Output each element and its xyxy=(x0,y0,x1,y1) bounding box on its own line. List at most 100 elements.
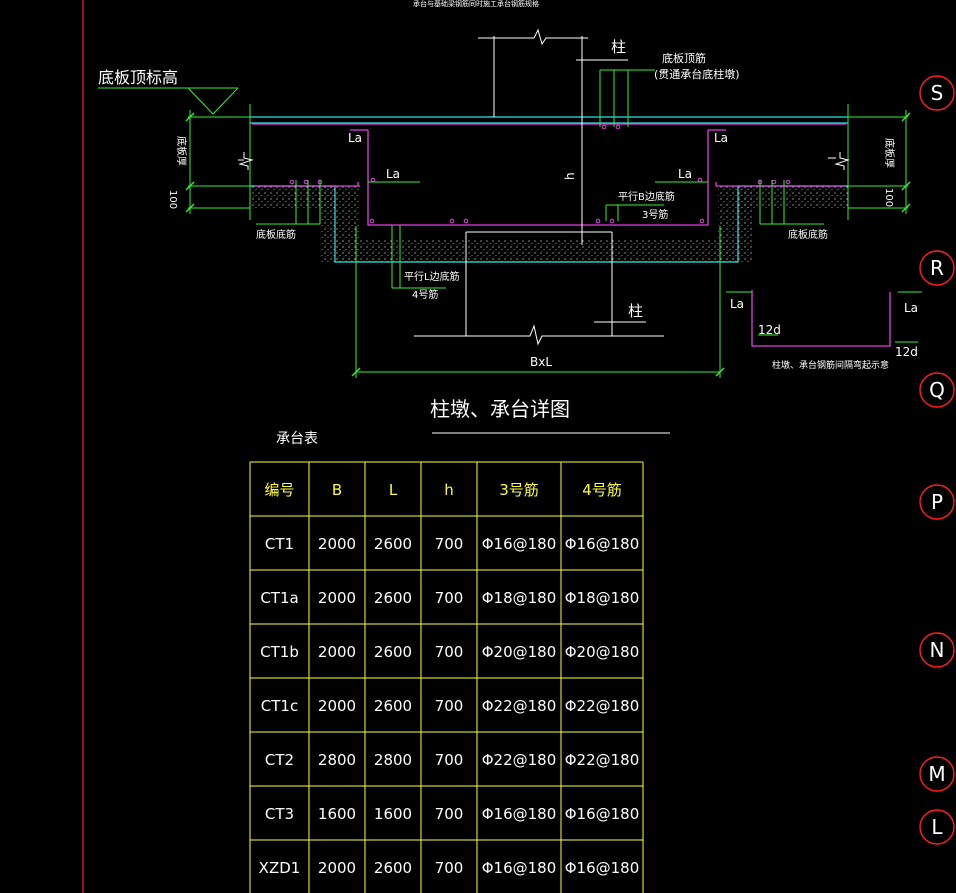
rebar-no3-label: 3号筋 xyxy=(642,208,668,221)
hook-anchorage-right: La xyxy=(904,301,918,315)
table-cell: 2000 xyxy=(318,535,356,553)
axis-label: R xyxy=(930,256,944,280)
table-cell: CT2 xyxy=(265,751,294,769)
table-cell: Φ22@180 xyxy=(565,697,640,715)
axis-bubble-m: M xyxy=(919,756,955,792)
concrete-fill xyxy=(250,186,848,262)
slab-bottom-rebar-right: 底板底筋 xyxy=(788,228,828,241)
table-header-cell: 编号 xyxy=(264,481,294,499)
table-cell: 700 xyxy=(435,805,464,823)
anchorage-label: La xyxy=(386,167,400,181)
table-cell: 1600 xyxy=(374,805,412,823)
hook-detail-rebar xyxy=(751,290,891,347)
slab-thickness-label-left: 底板厚 xyxy=(175,136,188,166)
column-lines xyxy=(238,28,850,346)
axis-circle xyxy=(919,809,955,845)
table-header-cell: 4号筋 xyxy=(582,481,622,499)
axis-bubble-r: R xyxy=(919,250,955,286)
axis-circle xyxy=(919,632,955,668)
table-cell: 2600 xyxy=(374,859,412,877)
table-cell: Φ20@180 xyxy=(482,643,557,661)
hook-12d-right: 12d xyxy=(895,345,918,359)
table-cell: 700 xyxy=(435,643,464,661)
axis-label: Q xyxy=(929,378,945,402)
slab-top-rebar-note: (贯通承台底柱墩) xyxy=(654,67,740,81)
detail-title: 柱墩、承台详图 xyxy=(430,397,570,421)
table-cell: 2600 xyxy=(374,697,412,715)
table-cell: CT1a xyxy=(260,589,298,607)
table-cell: 2600 xyxy=(374,589,412,607)
axis-label: S xyxy=(931,81,944,105)
anchorage-label: La xyxy=(348,131,362,145)
hook-anchorage-left: La xyxy=(730,297,744,311)
axis-circle xyxy=(919,756,955,792)
table-cell: 1600 xyxy=(318,805,356,823)
table-cell: Φ16@180 xyxy=(482,535,557,553)
table-cell: 2600 xyxy=(374,643,412,661)
table-cell: 700 xyxy=(435,751,464,769)
anchorage-label: La xyxy=(678,167,692,181)
column-label-top: 柱 xyxy=(611,38,626,56)
axis-circle xyxy=(919,250,955,286)
dimension-lines xyxy=(98,69,922,378)
rebar-b-parallel-label: 平行B边底筋 xyxy=(618,190,675,203)
table-cell: CT1c xyxy=(261,697,298,715)
table-cell: Φ16@180 xyxy=(482,859,557,877)
rebar-no4-label: 4号筋 xyxy=(412,288,438,301)
table-cell: 2000 xyxy=(318,697,356,715)
table-cell: Φ16@180 xyxy=(565,805,640,823)
hook-note: 柱墩、承台钢筋间隔弯起示意 xyxy=(772,359,889,371)
axis-bubble-q: Q xyxy=(919,372,955,408)
dim-bxl-label: BxL xyxy=(530,355,552,369)
table-cell: 2800 xyxy=(318,751,356,769)
axis-circle xyxy=(919,75,955,111)
axis-label: P xyxy=(931,490,943,514)
axis-label: N xyxy=(930,638,945,662)
table-cell: Φ22@180 xyxy=(565,751,640,769)
table-cell: 2000 xyxy=(318,589,356,607)
axis-circle xyxy=(919,372,955,408)
table-cell: Φ16@180 xyxy=(565,859,640,877)
axis-bubble-n: N xyxy=(919,632,955,668)
table-cell: Φ22@180 xyxy=(482,697,557,715)
axis-bubble-p: P xyxy=(919,484,955,520)
axis-label: L xyxy=(931,815,943,839)
table-cell: 2000 xyxy=(318,859,356,877)
height-label: h xyxy=(563,172,577,180)
table-cell: Φ16@180 xyxy=(565,535,640,553)
table-cell: Φ22@180 xyxy=(482,751,557,769)
slab-bottom-rebar-left: 底板底筋 xyxy=(256,228,296,241)
axis-markers: S R Q P N ML xyxy=(919,75,955,845)
slab-top-elevation-label: 底板顶标高 xyxy=(98,68,178,87)
table-cell: 2600 xyxy=(374,535,412,553)
rebar-l-parallel-label: 平行L边底筋 xyxy=(404,270,460,283)
hook-12d-left: 12d xyxy=(758,323,781,337)
slab-thickness-label-right: 底板厚 xyxy=(883,138,896,168)
table-cell: Φ20@180 xyxy=(565,643,640,661)
table-cell: 700 xyxy=(435,859,464,877)
slab-top-rebar-label: 底板顶筋 xyxy=(662,51,706,65)
column-label-bottom: 柱 xyxy=(628,302,643,320)
anchorage-label: La xyxy=(714,131,728,145)
table-header-cell: 3号筋 xyxy=(499,481,539,499)
table-cell: CT1b xyxy=(260,643,299,661)
table-cell: 700 xyxy=(435,697,464,715)
table-cell: Φ18@180 xyxy=(482,589,557,607)
table-cell: Φ18@180 xyxy=(565,589,640,607)
axis-bubble-s: S xyxy=(919,75,955,111)
table-cell: 700 xyxy=(435,589,464,607)
dim-100-right: 100 xyxy=(883,188,894,207)
table-cell: 2800 xyxy=(374,751,412,769)
dimension-ticks xyxy=(185,112,911,377)
table-cell: XZD1 xyxy=(259,859,301,877)
table-header-cell: B xyxy=(332,481,342,499)
dim-100-left: 100 xyxy=(167,190,178,209)
table-cell: Φ16@180 xyxy=(482,805,557,823)
table-cell: CT3 xyxy=(265,805,294,823)
table-cell: 2000 xyxy=(318,643,356,661)
table-header-cell: L xyxy=(389,481,398,499)
top-note: 承台与基础梁钢筋同时施工承台钢筋规格 xyxy=(413,0,539,8)
table-caption: 承台表 xyxy=(276,431,318,447)
